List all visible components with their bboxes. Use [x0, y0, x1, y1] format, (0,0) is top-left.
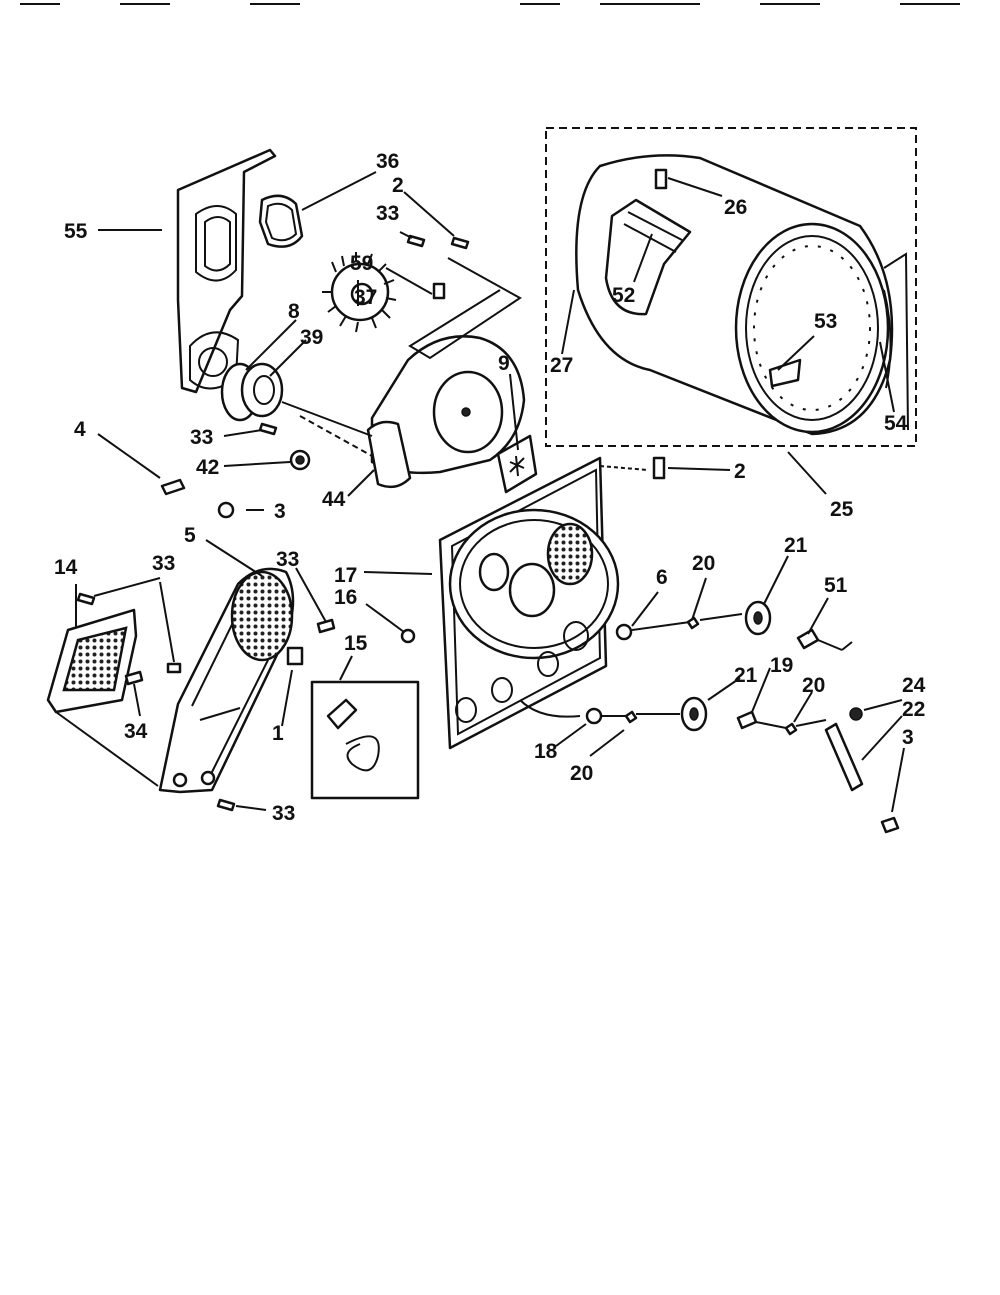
callout-15: 15	[344, 632, 368, 655]
thermal-fuse-9	[496, 434, 538, 494]
roller-assembly-lower	[519, 696, 827, 736]
callout-53: 53	[814, 310, 837, 333]
seal-39	[240, 362, 284, 418]
callout-39: 39	[300, 326, 323, 349]
parts-kit-box-15	[310, 680, 420, 800]
callout-20-b: 20	[802, 674, 825, 697]
callout-26: 26	[724, 196, 747, 219]
grille-14	[46, 608, 138, 714]
blower-housing-44	[281, 335, 526, 489]
roller-assembly-upper	[615, 600, 853, 651]
callout-42: 42	[196, 456, 219, 479]
callout-16: 16	[334, 586, 357, 609]
callout-labels: 55 36 2 33 59 37 8 39 33 42 4 3 44 9 26 …	[54, 150, 926, 825]
shaft-22	[824, 707, 900, 834]
idler-bracket-1	[286, 646, 304, 666]
callout-18: 18	[534, 740, 558, 763]
callout-1: 1	[272, 722, 284, 745]
callout-5: 5	[184, 524, 196, 547]
drum-baffle-53	[768, 358, 802, 388]
callout-20-c: 20	[570, 762, 593, 785]
callout-2-right: 2	[734, 460, 746, 483]
callout-33-bottom: 33	[272, 802, 295, 825]
callout-22: 22	[902, 698, 925, 721]
drum-assembly-box-25	[545, 127, 917, 447]
screw-2-right	[652, 456, 666, 480]
callout-6: 6	[656, 566, 668, 589]
callout-20-a: 20	[692, 552, 715, 575]
callout-21-a: 21	[784, 534, 808, 557]
callout-9: 9	[498, 352, 510, 375]
screw-26	[654, 168, 668, 190]
belt-5	[158, 567, 295, 794]
callout-33-top: 33	[376, 202, 399, 225]
drum-seal-54	[883, 252, 909, 431]
seal-36	[258, 194, 304, 248]
fasteners-upper-left	[160, 234, 470, 519]
front-panel-55	[176, 148, 277, 394]
callout-34: 34	[124, 720, 148, 743]
callout-4: 4	[74, 418, 86, 441]
callout-44: 44	[322, 488, 346, 511]
callout-27: 27	[550, 354, 573, 377]
blower-wheel-37	[322, 252, 397, 333]
callout-3-right: 3	[902, 726, 914, 749]
callout-55: 55	[64, 220, 88, 243]
callout-36: 36	[376, 150, 399, 173]
callout-52: 52	[612, 284, 635, 307]
callout-54: 54	[884, 412, 908, 435]
callout-51: 51	[824, 574, 848, 597]
callout-24: 24	[902, 674, 926, 697]
callout-33-mid: 33	[190, 426, 213, 449]
callout-14: 14	[54, 556, 78, 579]
callout-59: 59	[350, 252, 373, 275]
duct-outline-59	[408, 257, 522, 360]
callout-33-a: 33	[152, 552, 175, 575]
callout-25: 25	[830, 498, 854, 521]
fasteners-lower-left	[76, 592, 416, 812]
callout-33-b: 33	[276, 548, 299, 571]
callout-17: 17	[334, 564, 357, 587]
callout-8: 8	[288, 300, 300, 323]
callout-3-left: 3	[274, 500, 286, 523]
rear-bulkhead-17	[438, 456, 620, 750]
callout-2-top: 2	[392, 174, 404, 197]
callout-37: 37	[354, 286, 377, 309]
callout-21-b: 21	[734, 664, 758, 687]
leader-lines	[75, 171, 905, 813]
leader-14-belt	[55, 711, 159, 787]
callout-19: 19	[770, 654, 793, 677]
